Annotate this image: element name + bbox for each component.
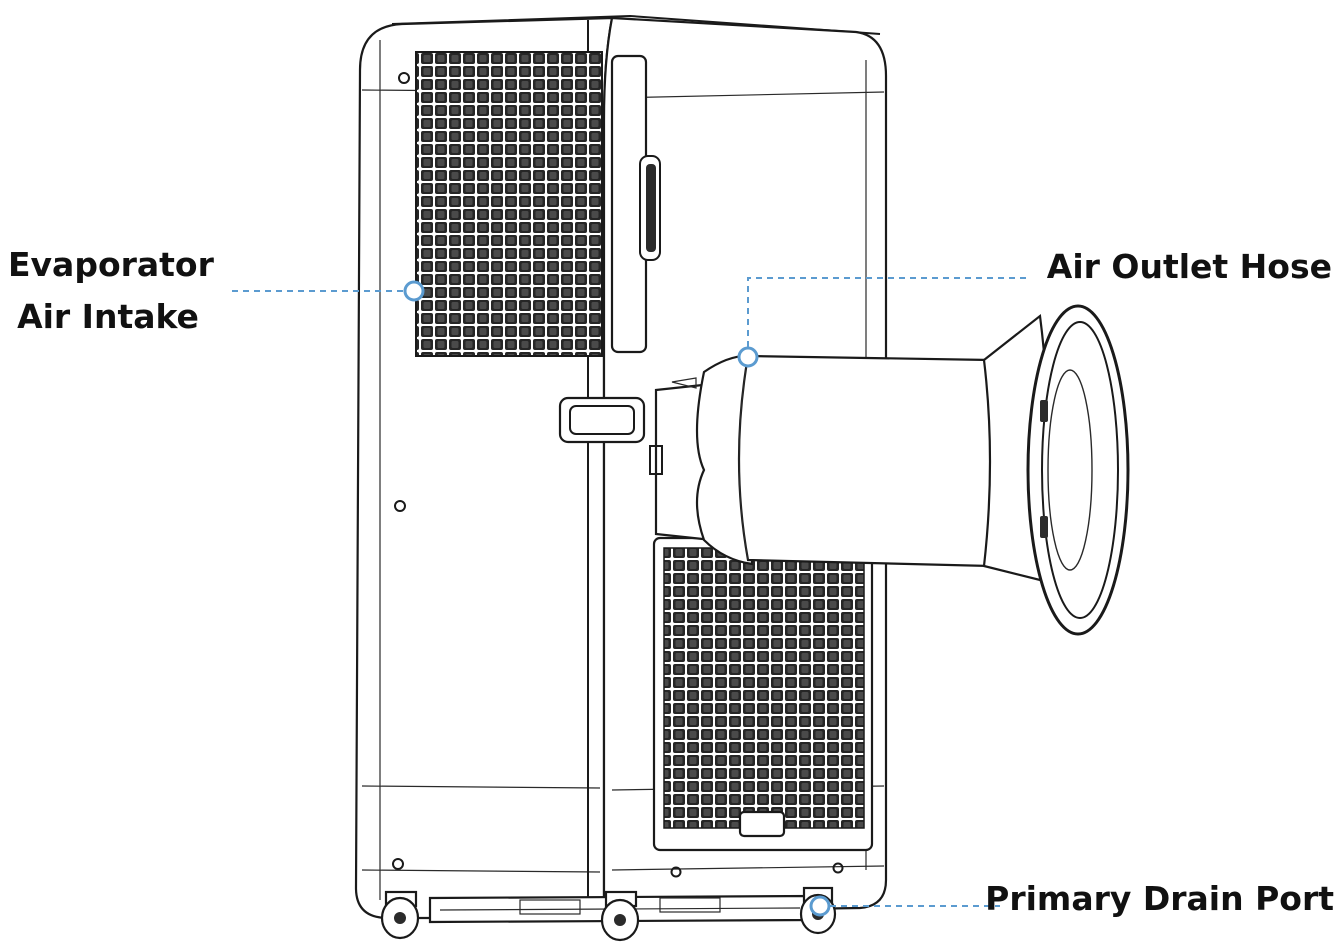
side-carry-handle	[560, 398, 644, 442]
air-outlet-hose-label: Air Outlet Hose	[1047, 241, 1332, 293]
evaporator-air-intake-label: Evaporator Air Intake	[8, 239, 208, 343]
caster-wheel-left	[382, 892, 418, 938]
evaporator-grille	[416, 52, 602, 356]
callout-dot-outlet	[739, 348, 757, 366]
evaporator-label-line-2: Air Intake	[8, 291, 208, 343]
evaporator-label-line-1: Evaporator	[8, 239, 208, 291]
callout-dot-evaporator	[405, 282, 423, 300]
callout-dot-drain	[811, 897, 829, 915]
primary-drain-port-label: Primary Drain Port	[985, 873, 1334, 925]
condenser-grille	[654, 538, 872, 850]
caster-wheel-middle	[602, 892, 638, 940]
